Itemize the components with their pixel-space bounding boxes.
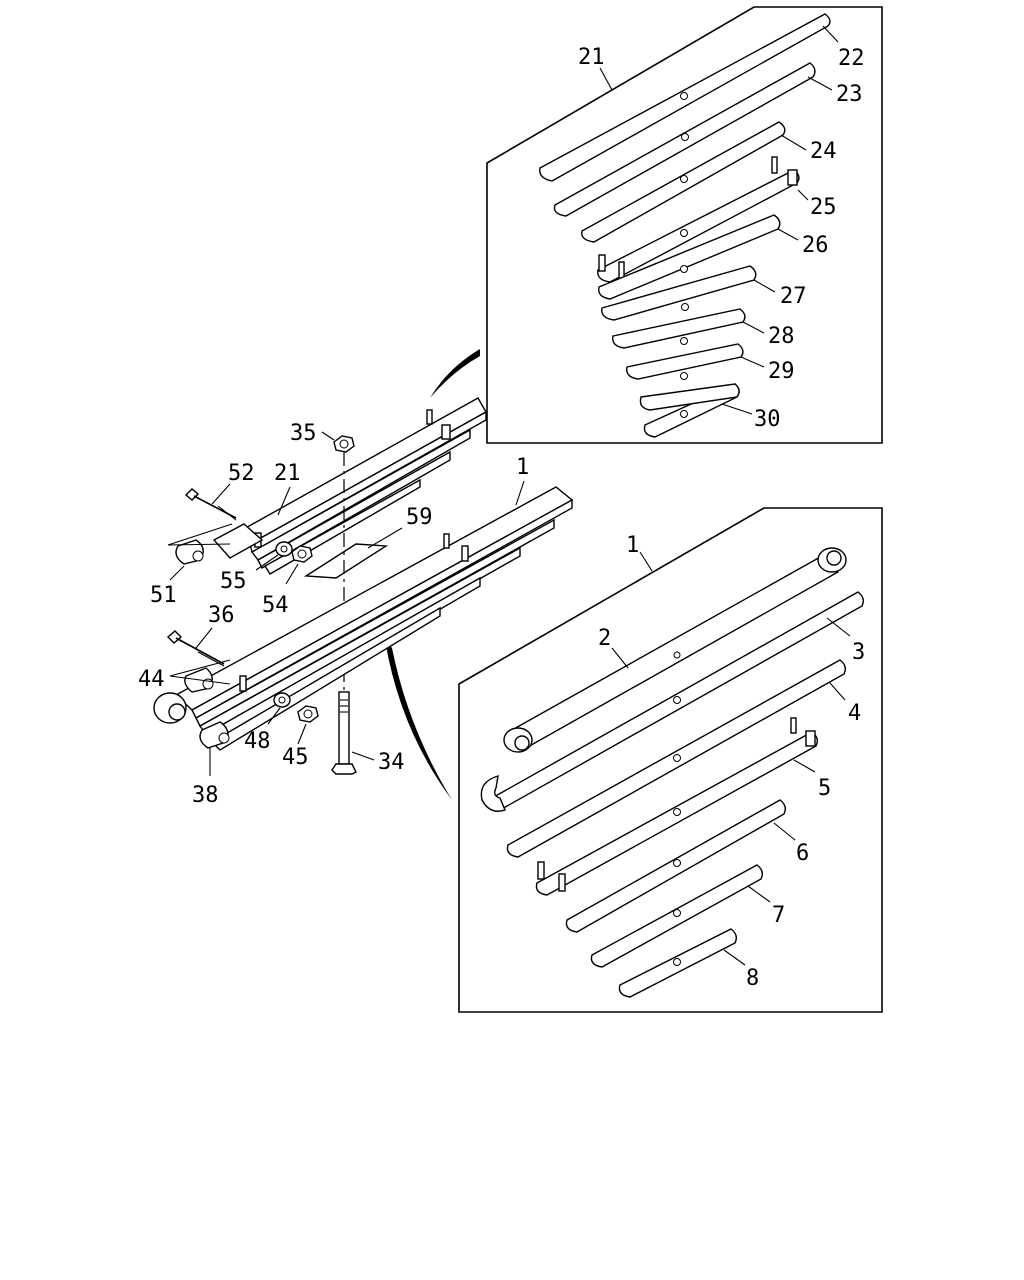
svg-text:22: 22 — [838, 46, 865, 71]
upper-leaf-27: 27 — [601, 265, 807, 321]
upper-connector-arc — [430, 349, 480, 398]
lower-leaf-6: 6 — [565, 799, 809, 933]
svg-text:28: 28 — [768, 324, 795, 349]
svg-text:29: 29 — [768, 359, 795, 384]
lower-inset-callout: 1 — [626, 533, 639, 558]
svg-text:55: 55 — [220, 569, 247, 594]
nut-54: 54 — [262, 545, 313, 618]
lower-leaf-8: 8 — [618, 928, 759, 998]
upper-leaf-30: 30 — [639, 383, 781, 438]
svg-text:7: 7 — [772, 903, 785, 928]
svg-text:44: 44 — [138, 667, 165, 692]
main-assembly: 21 35 52 51 — [138, 397, 574, 808]
upper-inset: 21 22 23 24 25 — [486, 6, 883, 444]
svg-text:8: 8 — [746, 966, 759, 991]
upper-spring-pack: 21 — [212, 397, 487, 575]
center-bolt-34: 34 — [331, 691, 405, 775]
svg-text:35: 35 — [290, 421, 317, 446]
upper-leaf-28: 28 — [612, 308, 795, 349]
svg-text:45: 45 — [282, 745, 309, 770]
bolt-36: 36 — [166, 603, 235, 667]
washer-48: 48 — [244, 692, 291, 754]
svg-text:34: 34 — [378, 750, 405, 775]
lower-leaf-5: 5 — [535, 717, 831, 896]
svg-text:27: 27 — [780, 284, 807, 309]
svg-text:26: 26 — [802, 233, 829, 258]
upper-inset-leader — [599, 67, 613, 91]
bushing-38: 38 — [192, 721, 230, 808]
callout-1: 1 — [516, 455, 529, 480]
svg-text:24: 24 — [810, 139, 837, 164]
svg-text:5: 5 — [818, 776, 831, 801]
lower-connector-arc — [385, 640, 452, 800]
svg-text:25: 25 — [810, 195, 837, 220]
lower-inset-leader — [639, 551, 653, 572]
svg-text:59: 59 — [406, 505, 433, 530]
svg-text:23: 23 — [836, 82, 863, 107]
svg-text:3: 3 — [852, 640, 865, 665]
upper-leaf-29: 29 — [626, 343, 795, 384]
upper-leaf-24: 24 — [581, 121, 837, 243]
upper-leaf-26: 26 — [598, 214, 829, 300]
nut-45: 45 — [282, 705, 319, 770]
lower-inset: 1 2 3 4 — [458, 507, 883, 1013]
svg-text:52: 52 — [228, 461, 255, 486]
svg-text:30: 30 — [754, 407, 781, 432]
nut-35: 35 — [290, 421, 355, 453]
svg-text:38: 38 — [192, 783, 219, 808]
svg-text:54: 54 — [262, 593, 289, 618]
upper-leaf-25: 25 — [597, 156, 837, 283]
upper-leaf-22: 22 — [539, 13, 865, 182]
svg-text:2: 2 — [598, 626, 611, 651]
lower-inset-frame — [458, 507, 883, 1013]
svg-text:51: 51 — [150, 583, 177, 608]
lower-leaf-4: 4 — [506, 659, 861, 858]
svg-text:6: 6 — [796, 841, 809, 866]
svg-text:36: 36 — [208, 603, 235, 628]
callout-21: 21 — [274, 461, 301, 486]
bushing-51: 51 — [150, 523, 233, 608]
lower-leaf-2: 2 — [503, 547, 847, 753]
lower-leaf-3: 3 — [480, 591, 865, 812]
bolt-52: 52 — [184, 461, 255, 521]
pin-44: 44 — [138, 659, 231, 693]
upper-inset-callout: 21 — [578, 45, 605, 70]
washer-55: 55 — [220, 541, 293, 594]
upper-leaf-23: 23 — [553, 62, 863, 217]
pad-59: 59 — [303, 505, 433, 579]
svg-text:4: 4 — [848, 701, 861, 726]
lower-leaf-7: 7 — [590, 864, 785, 968]
svg-text:48: 48 — [244, 729, 271, 754]
upper-inset-frame — [486, 6, 883, 444]
